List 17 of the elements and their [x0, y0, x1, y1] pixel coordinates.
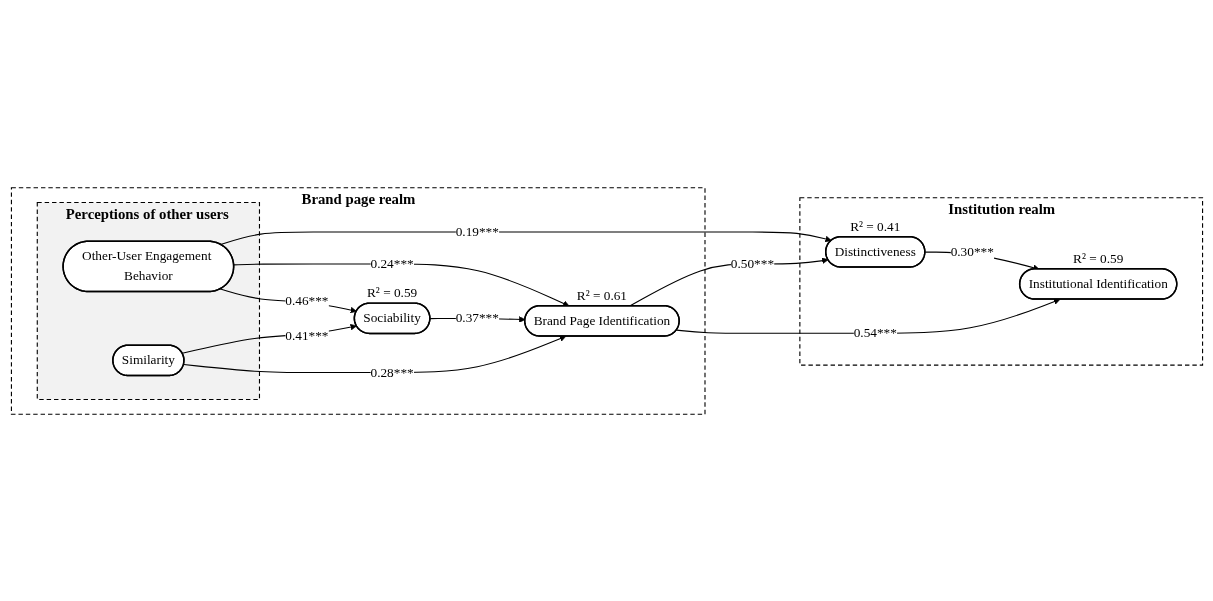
- edge-label: 0.50***: [730, 255, 774, 271]
- arrow: [219, 288, 357, 313]
- edge-label: 0.41***: [284, 327, 329, 343]
- edge-label: 0.28***: [370, 364, 414, 380]
- edge-label: 0.37***: [455, 310, 499, 325]
- r-squared-label: R² = 0.59: [366, 284, 417, 300]
- edge-label: 0.46***: [284, 292, 329, 308]
- arrow: [675, 298, 1060, 334]
- r-squared-label: R² = 0.59: [1072, 250, 1123, 266]
- arrow: [181, 323, 357, 354]
- arrow: [182, 335, 566, 373]
- r-squared-label: R² = 0.41: [849, 218, 900, 234]
- edge-label: 0.30***: [950, 243, 994, 259]
- edge-label: 0.19***: [455, 223, 499, 239]
- edge-label: 0.54***: [853, 324, 897, 340]
- r-squared-label: R² = 0.61: [576, 287, 627, 303]
- edge-label: 0.24***: [370, 255, 414, 271]
